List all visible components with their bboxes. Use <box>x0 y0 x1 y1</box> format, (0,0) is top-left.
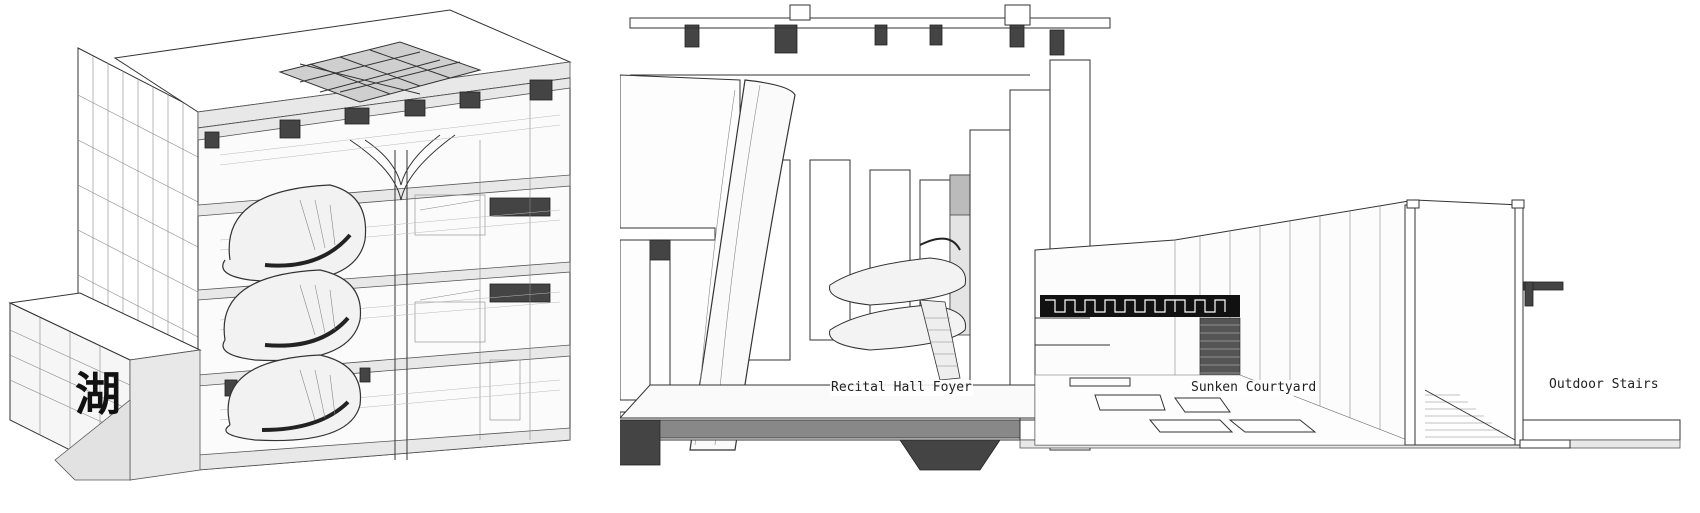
perspective-section <box>620 4 1681 471</box>
label-outdoor-stairs: Outdoor Stairs <box>1548 377 1660 393</box>
spiral-staircase <box>222 184 367 442</box>
entrance-wing: 湖 <box>8 292 202 481</box>
label-recital-hall-foyer: Recital Hall Foyer <box>830 380 973 396</box>
axonometric-cutaway: 湖 <box>8 9 572 481</box>
outdoor-stairs-structure <box>1404 199 1571 449</box>
courtyard-floor <box>1034 374 1421 446</box>
label-sunken-courtyard: Sunken Courtyard <box>1190 380 1318 396</box>
foyer-spiral-stair <box>829 237 967 381</box>
sign-glyph: 湖 <box>75 367 121 421</box>
roof <box>113 9 572 129</box>
